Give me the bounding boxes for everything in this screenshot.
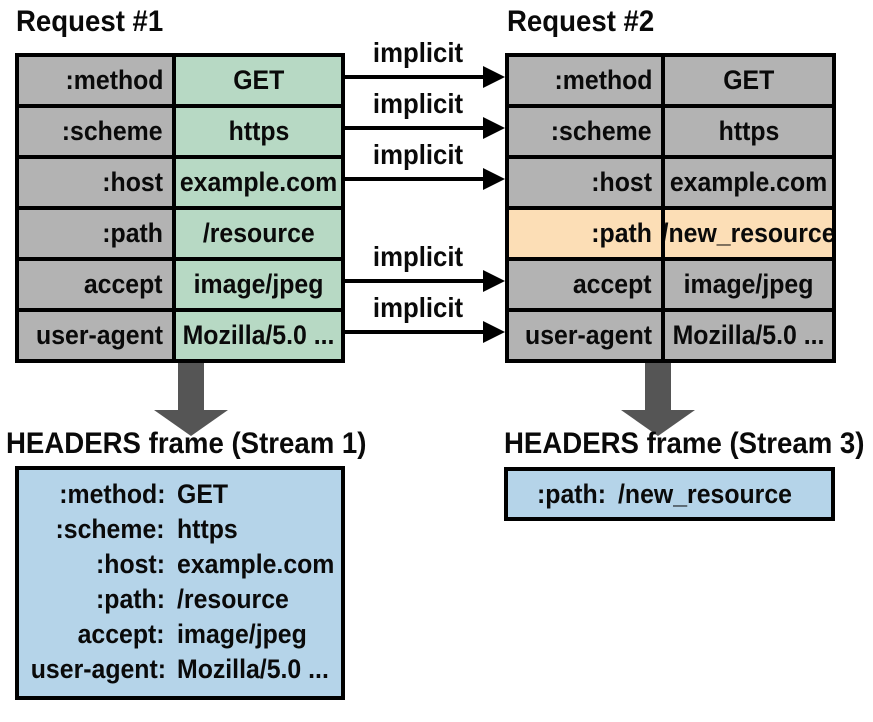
- implicit-arrow-accept: implicit: [345, 241, 505, 292]
- arrow-line: [345, 126, 489, 130]
- frame-header-line: :scheme: https: [55, 514, 238, 544]
- headers-frame-stream3-box: :path: /new_resource: [504, 467, 835, 521]
- header-name-cell: user-agent: [19, 312, 172, 359]
- implicit-label: implicit: [372, 139, 464, 170]
- header-name-cell: accept: [509, 261, 661, 308]
- header-value-cell: https: [665, 108, 832, 155]
- down-arrowhead-icon: [154, 410, 228, 436]
- implicit-label: implicit: [372, 241, 464, 272]
- request2-title-text: Request #2: [507, 5, 655, 38]
- frame-header-line: :method: GET: [58, 479, 229, 509]
- header-name-cell: :host: [19, 159, 172, 206]
- headers-frame-stream1-box: :method: GET :scheme: https :host: examp…: [15, 466, 345, 700]
- frame-header-name: :path:: [537, 478, 607, 509]
- header-name-cell: :method: [509, 57, 661, 104]
- frame3-title-text: HEADERS frame (Stream 3): [504, 427, 865, 460]
- frame-header-line: :path: /resource: [96, 584, 289, 614]
- header-value-cell: Mozilla/5.0 ...: [176, 312, 341, 359]
- header-value-cell: image/jpeg: [665, 261, 832, 308]
- implicit-label: implicit: [372, 37, 464, 68]
- frame-header-line: accept: image/jpeg: [78, 619, 307, 649]
- header-name-cell: :scheme: [19, 108, 172, 155]
- implicit-label: implicit: [372, 88, 464, 119]
- implicit-arrow-host: implicit: [345, 139, 505, 190]
- arrow-line: [345, 75, 489, 79]
- header-value-cell: https: [176, 108, 341, 155]
- header-name-cell: :path: [19, 210, 172, 257]
- frame3-title: HEADERS frame (Stream 3): [504, 427, 873, 461]
- request2-header-table: :method GET :scheme https :host example.…: [505, 53, 836, 363]
- header-value-cell: /resource: [176, 210, 341, 257]
- header-value-cell: image/jpeg: [176, 261, 341, 308]
- request2-title: Request #2: [507, 4, 667, 40]
- header-value-cell: Mozilla/5.0 ...: [665, 312, 832, 359]
- right-arrowhead-icon: [483, 117, 505, 139]
- frame-header-value: /new_resource: [618, 478, 793, 509]
- arrow-line: [345, 279, 489, 283]
- request1-title: Request #1: [16, 4, 176, 40]
- down-arrow-stem: [645, 363, 671, 410]
- header-value-cell: example.com: [665, 159, 832, 206]
- header-value-cell: GET: [176, 57, 341, 104]
- header-value-cell: example.com: [176, 159, 341, 206]
- header-value-cell: GET: [665, 57, 832, 104]
- right-arrowhead-icon: [483, 321, 505, 343]
- changed-header-value-cell: /new_resource: [665, 210, 832, 257]
- header-name-cell: accept: [19, 261, 172, 308]
- implicit-arrow-user-agent: implicit: [345, 292, 505, 343]
- header-name-cell: user-agent: [509, 312, 661, 359]
- right-arrowhead-icon: [483, 168, 505, 190]
- request1-header-table: :method GET :scheme https :host example.…: [15, 53, 345, 363]
- header-name-cell: :method: [19, 57, 172, 104]
- implicit-label: implicit: [372, 292, 464, 323]
- right-arrowhead-icon: [483, 66, 505, 88]
- implicit-arrow-method: implicit: [345, 37, 505, 88]
- frame1-title: HEADERS frame (Stream 1): [6, 427, 398, 461]
- arrow-line: [345, 330, 489, 334]
- changed-header-name-cell: :path: [509, 210, 661, 257]
- right-arrowhead-icon: [483, 270, 505, 292]
- frame1-title-text: HEADERS frame (Stream 1): [6, 427, 367, 460]
- down-arrowhead-icon: [621, 410, 695, 436]
- request1-title-text: Request #1: [16, 5, 164, 38]
- frame-header-line: :host: example.com: [96, 549, 335, 579]
- implicit-arrow-scheme: implicit: [345, 88, 505, 139]
- frame-header-line: user-agent: Mozilla/5.0 ...: [30, 654, 329, 684]
- header-name-cell: :scheme: [509, 108, 661, 155]
- down-arrow-stem: [178, 363, 204, 410]
- header-name-cell: :host: [509, 159, 661, 206]
- arrow-line: [345, 177, 489, 181]
